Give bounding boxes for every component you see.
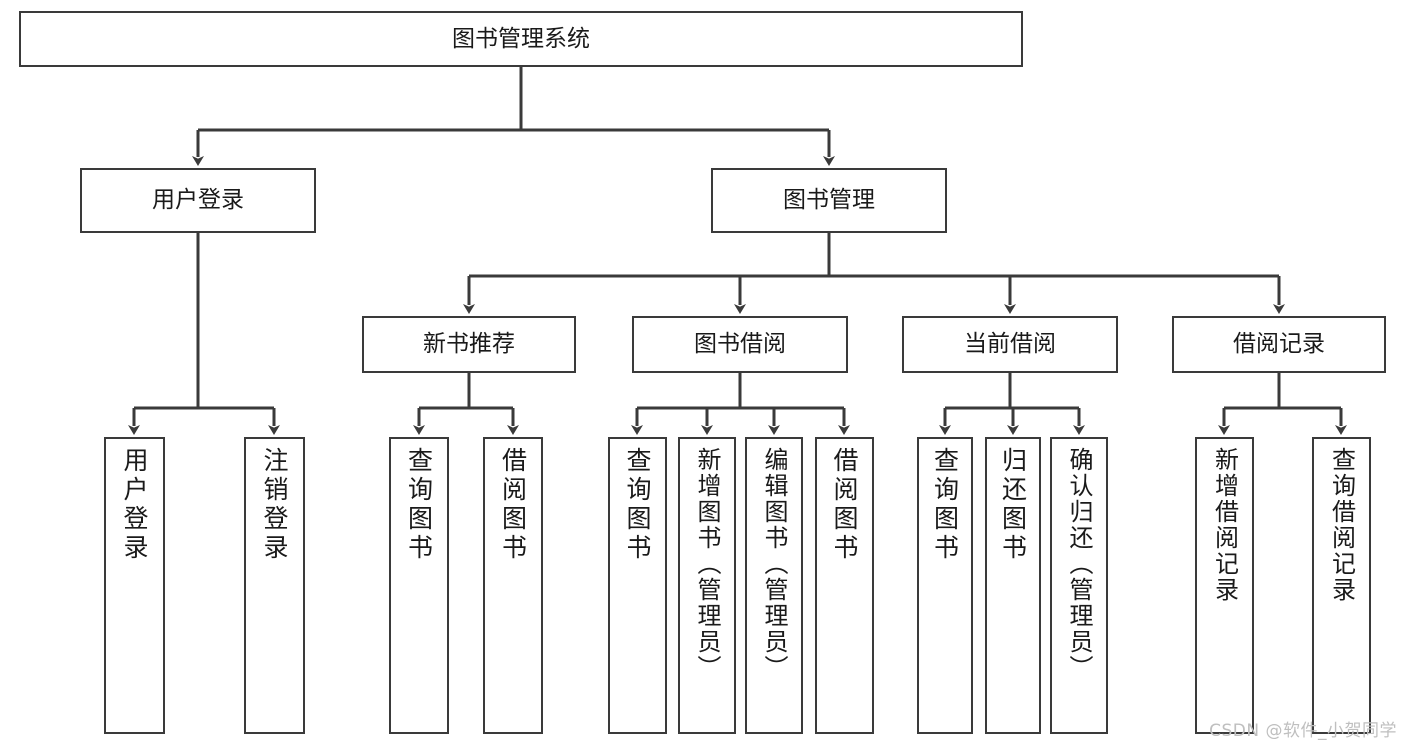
leaf-add-book-admin[interactable]: 新增图书（管理员）: [678, 437, 736, 734]
node-label: 归还图书: [998, 447, 1028, 563]
node-root[interactable]: 图书管理系统: [19, 11, 1023, 67]
leaf-borrow-book-recommend[interactable]: 借阅图书: [483, 437, 543, 734]
node-label: 借阅图书: [830, 447, 859, 563]
node-label: 用户登录: [152, 187, 244, 214]
leaf-query-book-recommend[interactable]: 查询图书: [389, 437, 449, 734]
node-label: 图书借阅: [694, 331, 786, 358]
node-label: 新书推荐: [423, 331, 515, 358]
leaf-borrow-book[interactable]: 借阅图书: [815, 437, 874, 734]
node-label: 确认归还（管理员）: [1065, 447, 1093, 681]
node-book-borrow[interactable]: 图书借阅: [632, 316, 848, 373]
node-label: 新增借阅记录: [1210, 447, 1239, 603]
leaf-return-book[interactable]: 归还图书: [985, 437, 1041, 734]
leaf-edit-book-admin[interactable]: 编辑图书（管理员）: [745, 437, 803, 734]
node-user-login[interactable]: 用户登录: [80, 168, 316, 233]
node-label: 当前借阅: [964, 331, 1056, 358]
leaf-query-book-current[interactable]: 查询图书: [917, 437, 973, 734]
node-borrow-record[interactable]: 借阅记录: [1172, 316, 1386, 373]
node-label: 查询图书: [404, 447, 434, 563]
leaf-confirm-return-admin[interactable]: 确认归还（管理员）: [1050, 437, 1108, 734]
node-label: 用户登录: [120, 447, 149, 563]
node-current-borrow[interactable]: 当前借阅: [902, 316, 1118, 373]
leaf-logout[interactable]: 注销登录: [244, 437, 305, 734]
node-label: 查询图书: [623, 447, 652, 563]
node-label: 借阅图书: [498, 447, 528, 563]
leaf-query-book-borrow[interactable]: 查询图书: [608, 437, 667, 734]
leaf-add-borrow-record[interactable]: 新增借阅记录: [1195, 437, 1254, 734]
leaf-user-login[interactable]: 用户登录: [104, 437, 165, 734]
node-label: 注销登录: [260, 447, 289, 563]
node-label: 图书管理系统: [452, 25, 590, 52]
node-label: 编辑图书（管理员）: [760, 447, 788, 681]
node-label: 查询借阅记录: [1327, 447, 1356, 603]
watermark: CSDN @软件_小贺同学: [1209, 721, 1397, 741]
leaf-query-borrow-record[interactable]: 查询借阅记录: [1312, 437, 1371, 734]
node-book-management[interactable]: 图书管理: [711, 168, 947, 233]
node-new-book-recommend[interactable]: 新书推荐: [362, 316, 576, 373]
node-label: 新增图书（管理员）: [693, 447, 721, 681]
node-label: 图书管理: [783, 187, 875, 214]
node-label: 借阅记录: [1233, 331, 1325, 358]
node-label: 查询图书: [930, 447, 960, 563]
